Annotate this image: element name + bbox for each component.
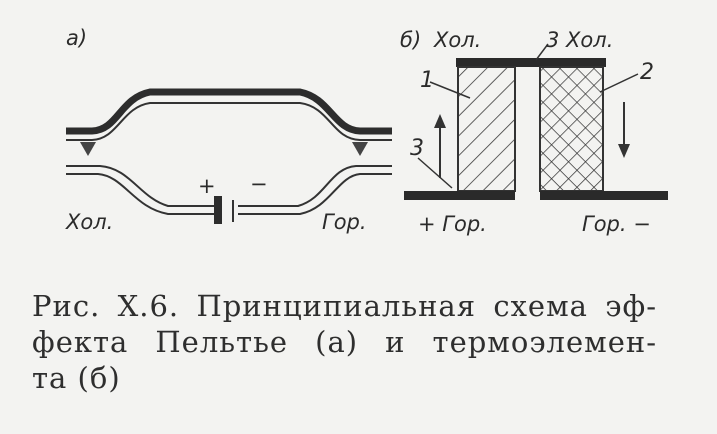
leader-2: [599, 73, 639, 93]
label-cold-b-right: 3 Хол.: [546, 28, 614, 52]
label-number-1: 1: [420, 68, 434, 93]
bottom-plate-left: [404, 191, 515, 200]
upper-conductor-dark: [66, 88, 392, 135]
label-plus: +: [198, 174, 216, 198]
figure-caption: Рис. X.6. Принципиальная схема эф- фекта…: [32, 288, 657, 396]
element-2: [539, 66, 604, 192]
part-a-schematic: [66, 88, 392, 224]
element-1: [457, 66, 516, 192]
leader-1: [429, 81, 471, 99]
top-cold-plate: [456, 58, 606, 67]
leader-3: [417, 157, 453, 189]
label-part-b: б): [400, 28, 422, 52]
bottom-plate-right: [540, 191, 668, 200]
label-hot-a: Гор.: [322, 210, 367, 234]
caption-line-3: та (б): [32, 361, 121, 395]
lower-conductor-inner: [66, 173, 214, 215]
upper-conductor-edge: [66, 102, 392, 141]
label-minus: −: [250, 172, 268, 196]
battery-plate-long: [214, 196, 222, 224]
label-cold-b-left: Хол.: [434, 28, 482, 52]
lower-conductor-inner-right: [238, 173, 392, 215]
leader-3-top: [535, 43, 549, 61]
label-hot-b-left: + Гор.: [418, 212, 487, 236]
label-cold-a: Хол.: [66, 210, 114, 234]
left-junction-marker: [80, 142, 96, 156]
label-hot-b-right: Гор. −: [582, 212, 651, 236]
label-part-a: а): [66, 26, 88, 50]
caption-line-2: фекта Пельтье (a) и термоэлемен-: [32, 325, 657, 359]
label-number-2: 2: [640, 60, 654, 85]
part-b-schematic: [404, 43, 668, 200]
down-arrow-head: [618, 144, 630, 158]
up-arrow-head: [434, 114, 446, 128]
lower-conductor-outer-right: [238, 165, 392, 207]
lower-conductor-outer: [66, 165, 214, 207]
caption-line-1: Рис. X.6. Принципиальная схема эф-: [32, 289, 657, 323]
right-junction-marker: [352, 142, 368, 156]
label-number-3: 3: [410, 136, 424, 161]
